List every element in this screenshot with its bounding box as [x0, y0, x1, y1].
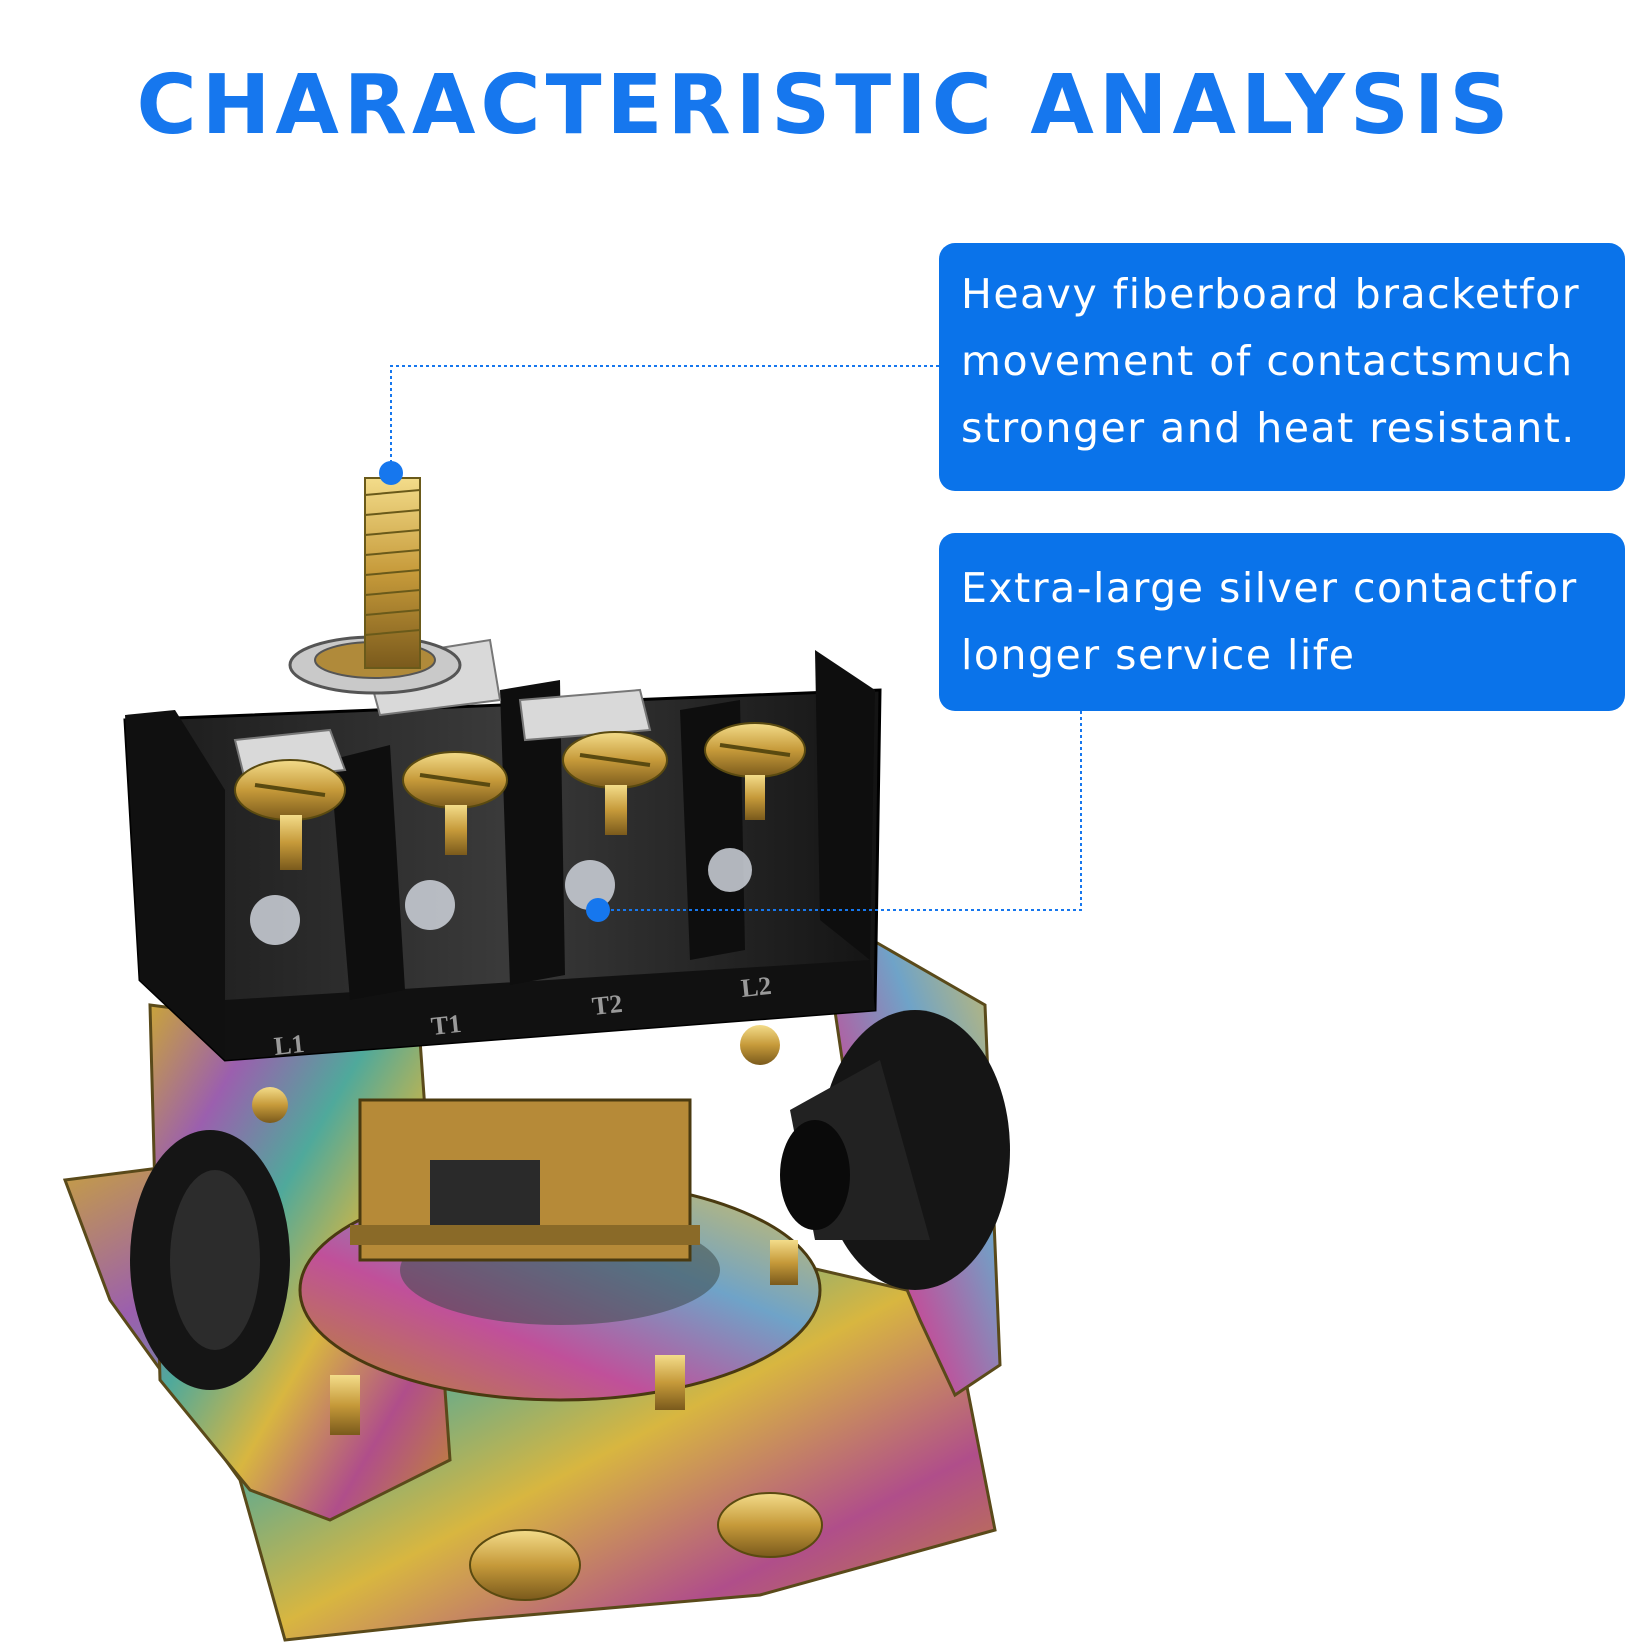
callout-1-line-3: stronger and heat resistant.	[961, 404, 1576, 452]
page-title: CHARACTERISTIC ANALYSIS	[136, 58, 1514, 153]
terminal-label-t2: T2	[591, 989, 624, 1021]
terminal-label-l2: L2	[740, 971, 773, 1003]
terminal-screws	[234, 722, 806, 945]
callout-silver-contact: Extra-large silver contactfor longer ser…	[939, 533, 1625, 711]
callout-2-line-2: longer service life	[961, 631, 1356, 679]
callout-2-line-1: Extra-large silver contactfor	[961, 564, 1578, 612]
terminal-label-l1: L1	[273, 1029, 306, 1061]
callout-leader-2	[598, 711, 1082, 911]
callout-dot-2	[586, 898, 610, 922]
callout-leader-1	[390, 365, 939, 472]
callout-fiberboard-bracket: Heavy fiberboard bracketfor movement of …	[939, 243, 1625, 491]
callout-dot-1	[379, 461, 403, 485]
callout-1-line-1: Heavy fiberboard bracketfor	[961, 270, 1581, 318]
terminal-label-t1: T1	[430, 1009, 463, 1041]
callout-1-line-2: movement of contactsmuch	[961, 337, 1574, 385]
